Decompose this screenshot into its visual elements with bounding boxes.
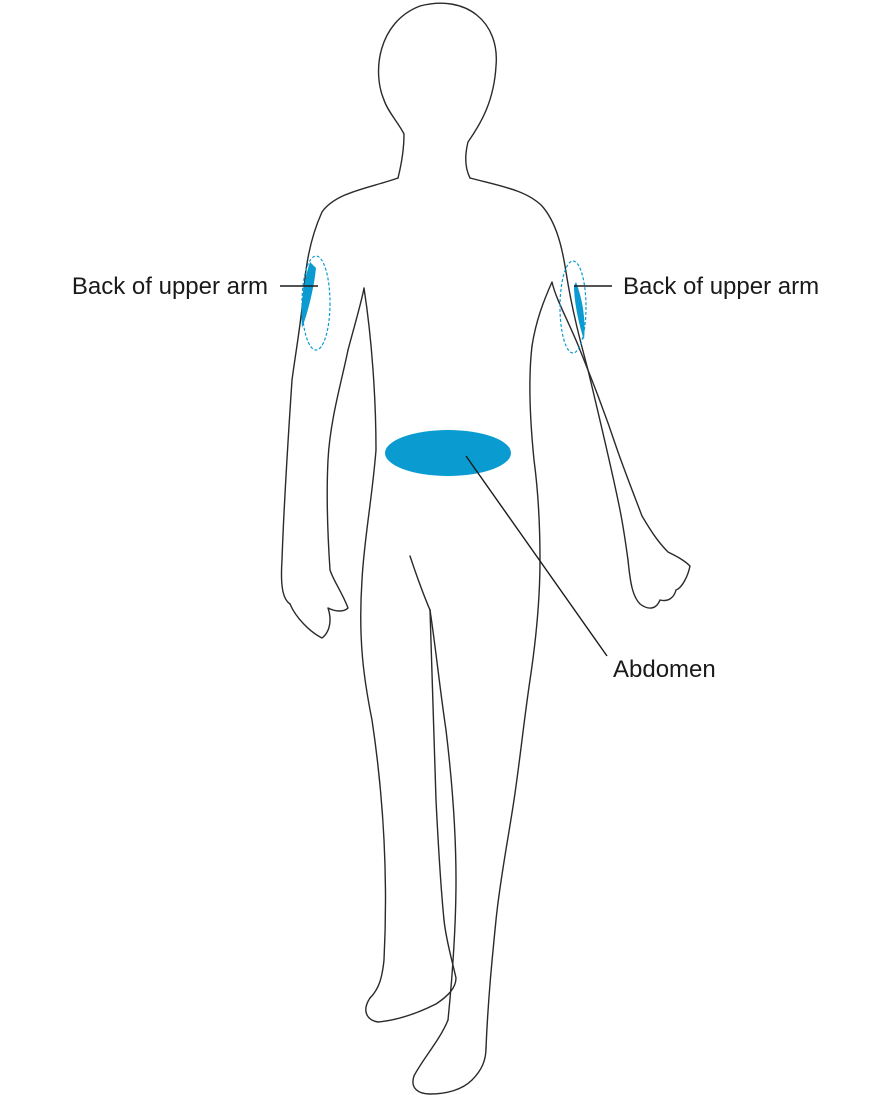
left-hand-outline <box>290 350 348 638</box>
abdomen-site-highlight <box>385 430 511 476</box>
left-foot-outline <box>366 920 456 1022</box>
left-arm-label: Back of upper arm <box>72 273 268 300</box>
right-torso-outline <box>470 178 628 560</box>
right-foot-outline <box>413 1020 486 1094</box>
head-outline <box>379 3 497 178</box>
left-arm-site-highlight <box>301 262 316 328</box>
right-hand-outline <box>532 282 690 608</box>
left-inner-arm-outline <box>348 288 386 998</box>
body-outline <box>281 3 690 1094</box>
face-outline <box>384 100 404 178</box>
right-arm-site-highlight <box>574 282 585 340</box>
left-torso-outline <box>281 178 398 604</box>
crotch-outline <box>410 556 430 610</box>
abdomen-label: Abdomen <box>613 656 716 683</box>
right-arm-label: Back of upper arm <box>623 273 819 300</box>
right-inner-leg-outline <box>430 610 456 1020</box>
